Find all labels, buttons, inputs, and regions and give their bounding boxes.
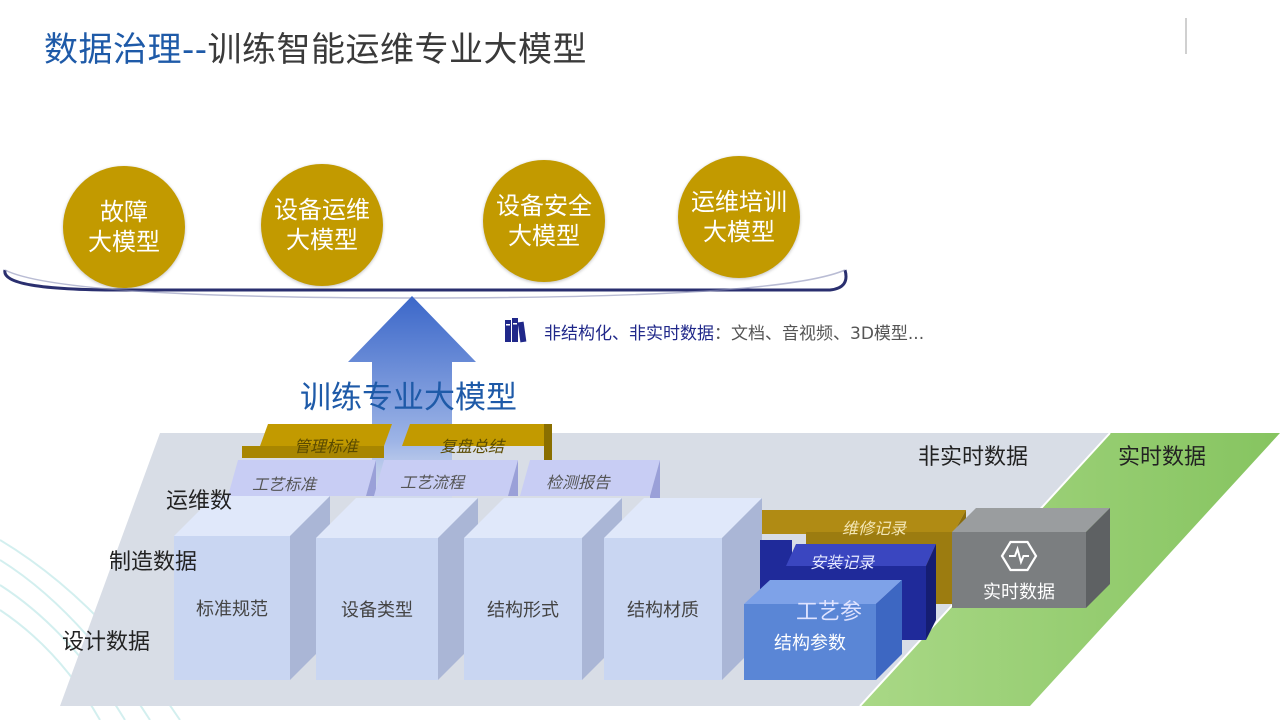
realtime-box-label: 实时数据 [983, 582, 1055, 603]
row-label-design: 设计数据 [62, 630, 151, 655]
title-prefix: 数据治理-- [44, 30, 208, 70]
model-line2: 大模型 [88, 228, 160, 256]
model-bubble-equipment-ops: 设备运维 大模型 [261, 164, 383, 286]
design-box-label-structure-material: 结构材质 [627, 600, 699, 621]
row-label-ops: 运维数 [166, 489, 233, 514]
design-box-label-equipment-type: 设备类型 [341, 600, 413, 621]
model-bubble-ops-training: 运维培训 大模型 [678, 156, 800, 278]
design-box-label-standards: 标准规范 [196, 599, 268, 620]
title-main: 训练智能运维专业大模型 [207, 30, 588, 70]
tag-inspection-report: 检测报告 [546, 473, 611, 492]
ops-tag-management [242, 424, 392, 458]
zone-label-realtime: 实时数据 [1118, 445, 1207, 470]
model-line2: 大模型 [508, 222, 580, 250]
mfg-tag-process-flow [374, 460, 518, 496]
pulse-hexagon-icon [1000, 540, 1038, 572]
model-bubble-fault: 故障 大模型 [63, 166, 185, 288]
training-arrow-label: 训练专业大模型 [300, 380, 517, 416]
legend-highlight: 非结构化、非实时数据 [544, 324, 714, 344]
header-divider [1185, 18, 1187, 54]
model-line1: 设备安全 [496, 192, 592, 220]
model-line1: 故障 [100, 198, 148, 226]
data-type-legend: 非结构化、非实时数据：文档、音视频、3D模型... [544, 319, 924, 344]
tag-management-standard: 管理标准 [294, 437, 359, 456]
tag-process-flow: 工艺流程 [400, 473, 465, 492]
tag-maintenance-record: 维修记录 [842, 519, 907, 538]
model-line1: 运维培训 [691, 188, 787, 216]
model-line2: 大模型 [286, 226, 358, 254]
tag-process-params-partial: 工艺参 [796, 600, 863, 625]
design-box-label-structure-form: 结构形式 [487, 600, 559, 621]
page-title: 数据治理--训练智能运维专业大模型 [44, 22, 587, 71]
model-bubble-equipment-safety: 设备安全 大模型 [483, 160, 605, 282]
model-line2: 大模型 [703, 218, 775, 246]
zone-label-nonrealtime: 非实时数据 [918, 445, 1029, 470]
books-icon [505, 318, 527, 343]
model-line1: 设备运维 [274, 196, 370, 224]
tag-process-standard: 工艺标准 [252, 475, 317, 494]
tag-install-record: 安装记录 [810, 553, 875, 572]
mfg-tag-process-std [228, 460, 376, 496]
design-box-2 [316, 498, 478, 680]
legend-rest: ：文档、音视频、3D模型... [714, 324, 925, 344]
realtime-box [952, 508, 1110, 608]
structure-params-label: 结构参数 [774, 633, 846, 654]
structure-params-box [744, 580, 902, 680]
tag-review-summary: 复盘总结 [440, 437, 505, 456]
model-stage-line [3, 269, 848, 292]
row-label-manufacturing: 制造数据 [109, 550, 198, 575]
